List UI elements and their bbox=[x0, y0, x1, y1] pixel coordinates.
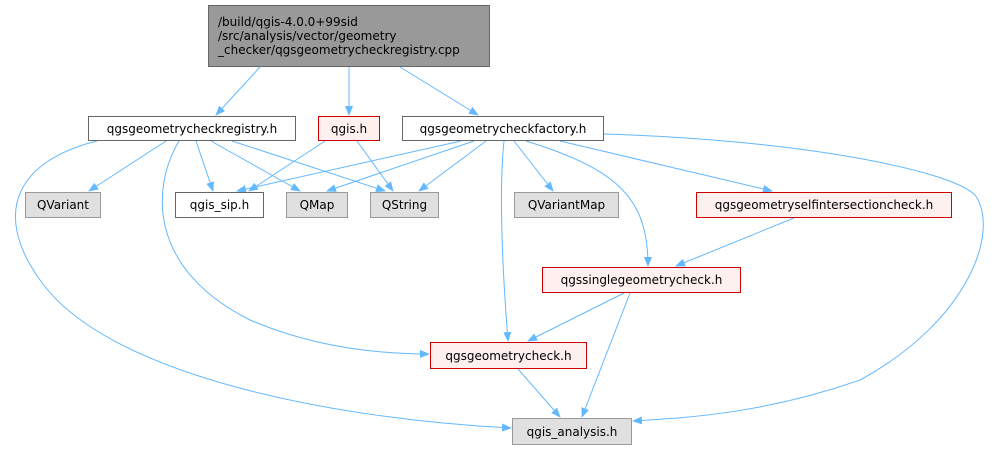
edge-factory-h-to-qgis-sip-h bbox=[236, 140, 462, 193]
edge-registry-h-to-qgis-analysis-h bbox=[14, 140, 512, 432]
node-registry-h[interactable]: qgsgeometrycheckregistry.h bbox=[88, 116, 296, 141]
node-qgis-h[interactable]: qgis.h bbox=[318, 116, 380, 141]
node-selfintersection-check-h[interactable]: qgsgeometryselfintersectioncheck.h bbox=[696, 192, 952, 218]
edge-qgis-h-to-qstring bbox=[356, 140, 394, 192]
edge-factory-h-to-singlegeometry-h bbox=[525, 140, 652, 267]
edge-registry-h-to-qmap bbox=[210, 140, 301, 192]
edge-factory-h-to-qstring bbox=[418, 140, 487, 192]
edge-registry-h-to-qvariant bbox=[88, 140, 167, 192]
edge-factory-h-to-qvariantmap bbox=[513, 140, 554, 192]
node-single-geometry-check-h[interactable]: qgssinglegeometrycheck.h bbox=[542, 267, 741, 293]
edge-registry-h-to-geometrycheck-h bbox=[161, 140, 430, 358]
node-qvariant[interactable]: QVariant bbox=[25, 192, 101, 218]
edge-factory-h-to-qgis-analysis-h bbox=[603, 133, 984, 425]
edge-factory-h-to-selfintersection-h bbox=[559, 140, 773, 193]
edge-registry-h-to-qstring bbox=[231, 140, 386, 193]
node-qmap[interactable]: QMap bbox=[286, 192, 348, 218]
edge-singlegeometry-h-to-qgis-analysis-h bbox=[581, 292, 631, 418]
node-geometry-check-h[interactable]: qgsgeometrycheck.h bbox=[430, 342, 587, 369]
edge-qgis-h-to-qgis-sip-h bbox=[248, 140, 326, 192]
edge-registry-h-to-qgis-sip-h bbox=[195, 140, 214, 192]
edge-geometrycheck-h-to-qgis-analysis-h bbox=[517, 368, 561, 418]
edge-factory-h-to-geometrycheck-h bbox=[500, 140, 512, 342]
node-qvariantmap[interactable]: QVariantMap bbox=[514, 192, 619, 218]
edge-factory-h-to-qmap bbox=[326, 140, 475, 192]
node-qstring[interactable]: QString bbox=[370, 192, 439, 218]
edge-selfintersection-h-to-singlegeometry-h bbox=[675, 217, 795, 267]
edge-root-to-registry-h bbox=[215, 66, 261, 116]
node-qgis-analysis-h[interactable]: qgis_analysis.h bbox=[512, 418, 632, 445]
edge-singlegeometry-h-to-geometrycheck-h bbox=[527, 292, 625, 342]
node-root-cpp[interactable]: /build/qgis-4.0.0+99sid /src/analysis/ve… bbox=[208, 5, 490, 67]
node-factory-h[interactable]: qgsgeometrycheckfactory.h bbox=[402, 116, 604, 141]
edge-root-to-factory-h bbox=[399, 66, 479, 116]
node-qgis-sip-h[interactable]: qgis_sip.h bbox=[175, 192, 264, 218]
